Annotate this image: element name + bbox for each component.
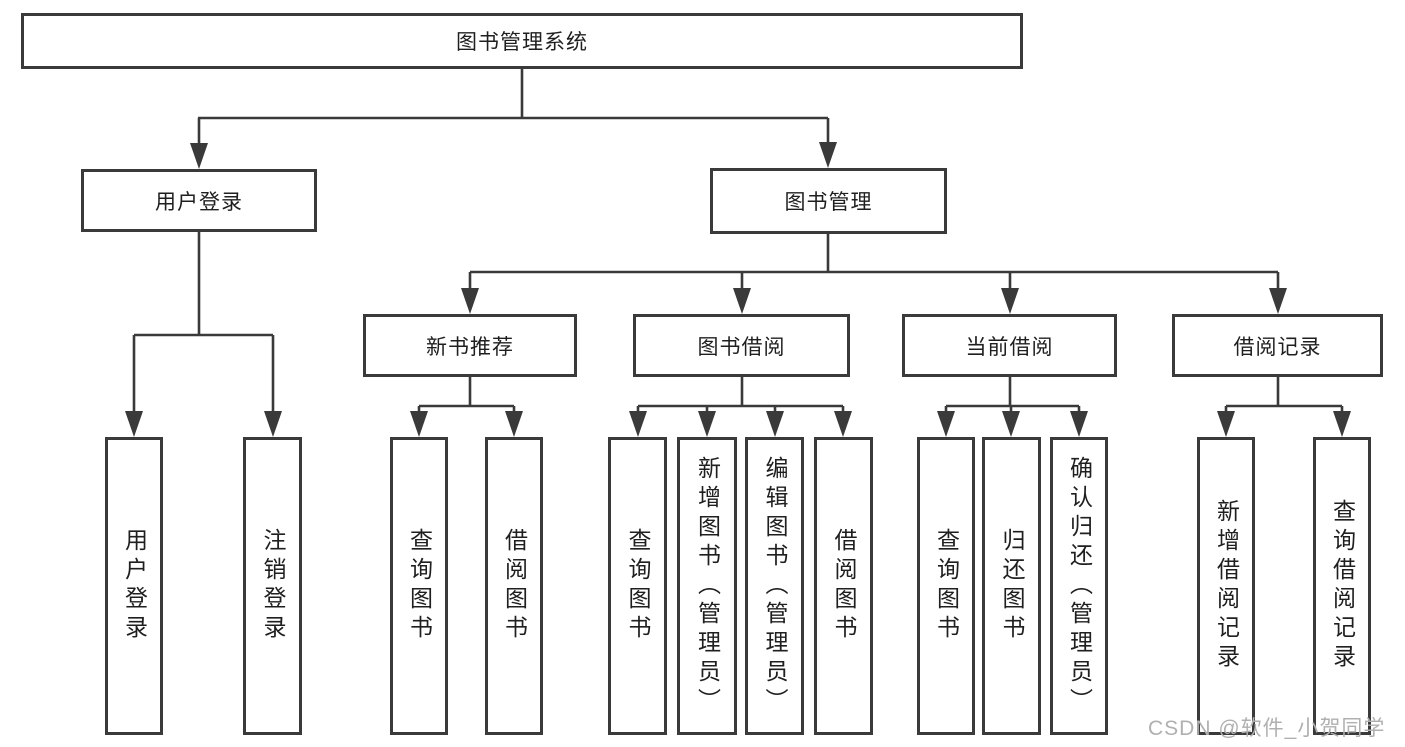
- node-user-login: 用户登录: [81, 169, 317, 232]
- leaf-add-book-admin: 新增图书（管理员）: [677, 437, 737, 735]
- csdn-watermark: CSDN @软件_小贺同学: [1148, 717, 1386, 740]
- node-book-borrow: 图书借阅: [633, 314, 850, 377]
- node-current-borrow: 当前借阅: [902, 314, 1117, 377]
- leaf-borrow-book-2: 借阅图书: [814, 437, 873, 735]
- leaf-confirm-return-admin: 确认归还（管理员）: [1050, 437, 1108, 735]
- leaf-user-login: 用户登录: [105, 437, 163, 735]
- leaf-query-book-2: 查询图书: [608, 437, 667, 735]
- node-borrow-record: 借阅记录: [1172, 314, 1383, 377]
- leaf-query-borrow-record: 查询借阅记录: [1313, 437, 1371, 735]
- node-new-book-recommend: 新书推荐: [363, 314, 577, 377]
- leaf-query-book-1: 查询图书: [390, 437, 448, 735]
- leaf-logout: 注销登录: [243, 437, 302, 735]
- leaf-query-book-3: 查询图书: [917, 437, 975, 735]
- node-root: 图书管理系统: [21, 13, 1023, 69]
- leaf-edit-book-admin: 编辑图书（管理员）: [745, 437, 804, 735]
- leaf-add-borrow-record: 新增借阅记录: [1197, 437, 1255, 735]
- leaf-borrow-book-1: 借阅图书: [485, 437, 543, 735]
- node-book-management: 图书管理: [710, 168, 947, 234]
- leaf-return-book: 归还图书: [982, 437, 1041, 735]
